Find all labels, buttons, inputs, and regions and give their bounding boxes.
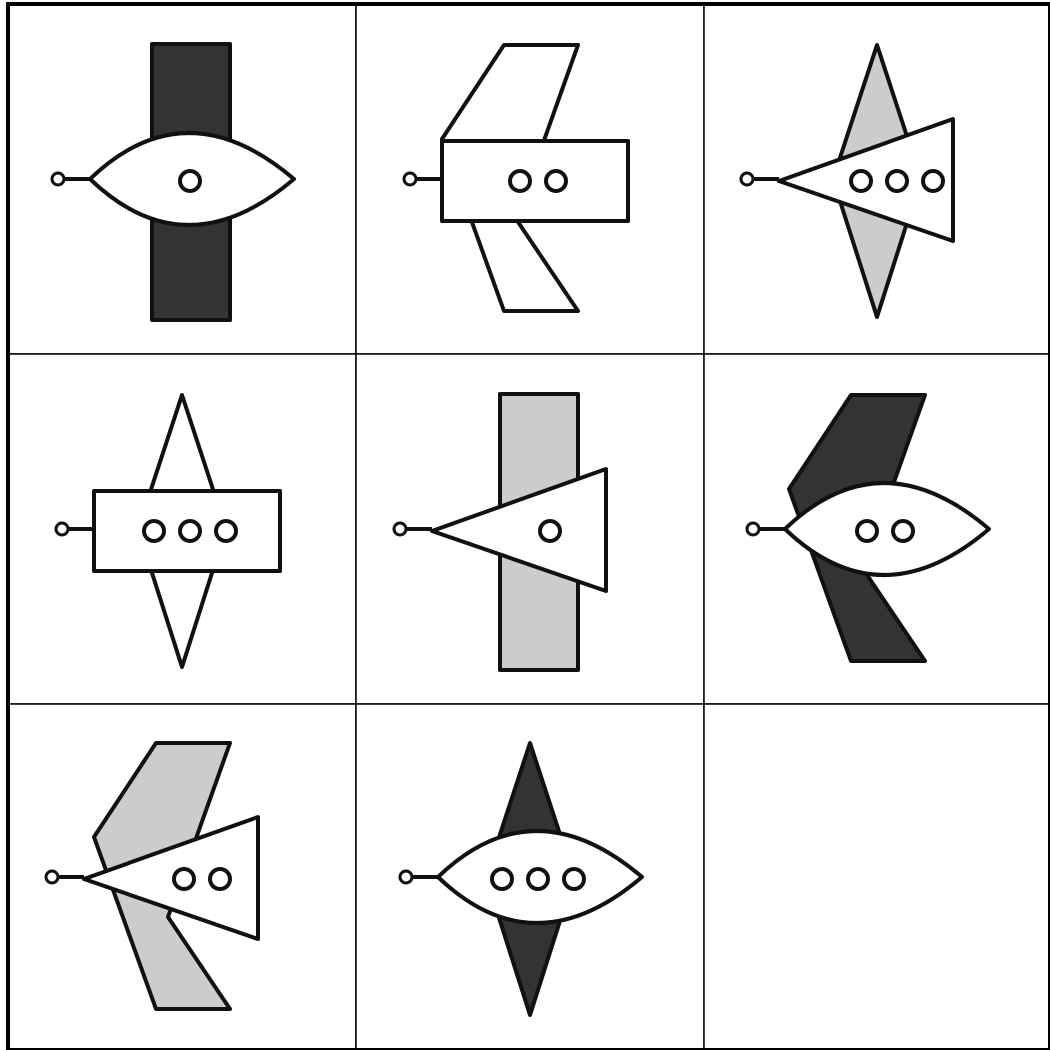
- antenna-tip: [56, 523, 68, 535]
- window-circle: [510, 171, 530, 191]
- window-circle: [492, 869, 512, 889]
- window-circle: [216, 521, 236, 541]
- window-circle: [180, 171, 200, 191]
- window-circle: [564, 869, 584, 889]
- window-circle: [540, 521, 560, 541]
- window-circle: [528, 869, 548, 889]
- antenna-tip: [52, 173, 64, 185]
- window-circle: [851, 171, 871, 191]
- antenna-tip: [394, 523, 406, 535]
- antenna-tip: [747, 523, 759, 535]
- window-circle: [857, 521, 877, 541]
- antenna-tip: [46, 871, 58, 883]
- window-circle: [546, 171, 566, 191]
- antenna-tip: [741, 173, 753, 185]
- window-circle: [893, 521, 913, 541]
- antenna-tip: [404, 173, 416, 185]
- window-circle: [923, 171, 943, 191]
- body-rectangle: [442, 141, 628, 221]
- antenna-tip: [400, 871, 412, 883]
- window-circle: [887, 171, 907, 191]
- window-circle: [174, 869, 194, 889]
- grid-cell-r3c3[interactable]: [704, 704, 1050, 1050]
- window-circle: [180, 521, 200, 541]
- window-circle: [210, 869, 230, 889]
- window-circle: [144, 521, 164, 541]
